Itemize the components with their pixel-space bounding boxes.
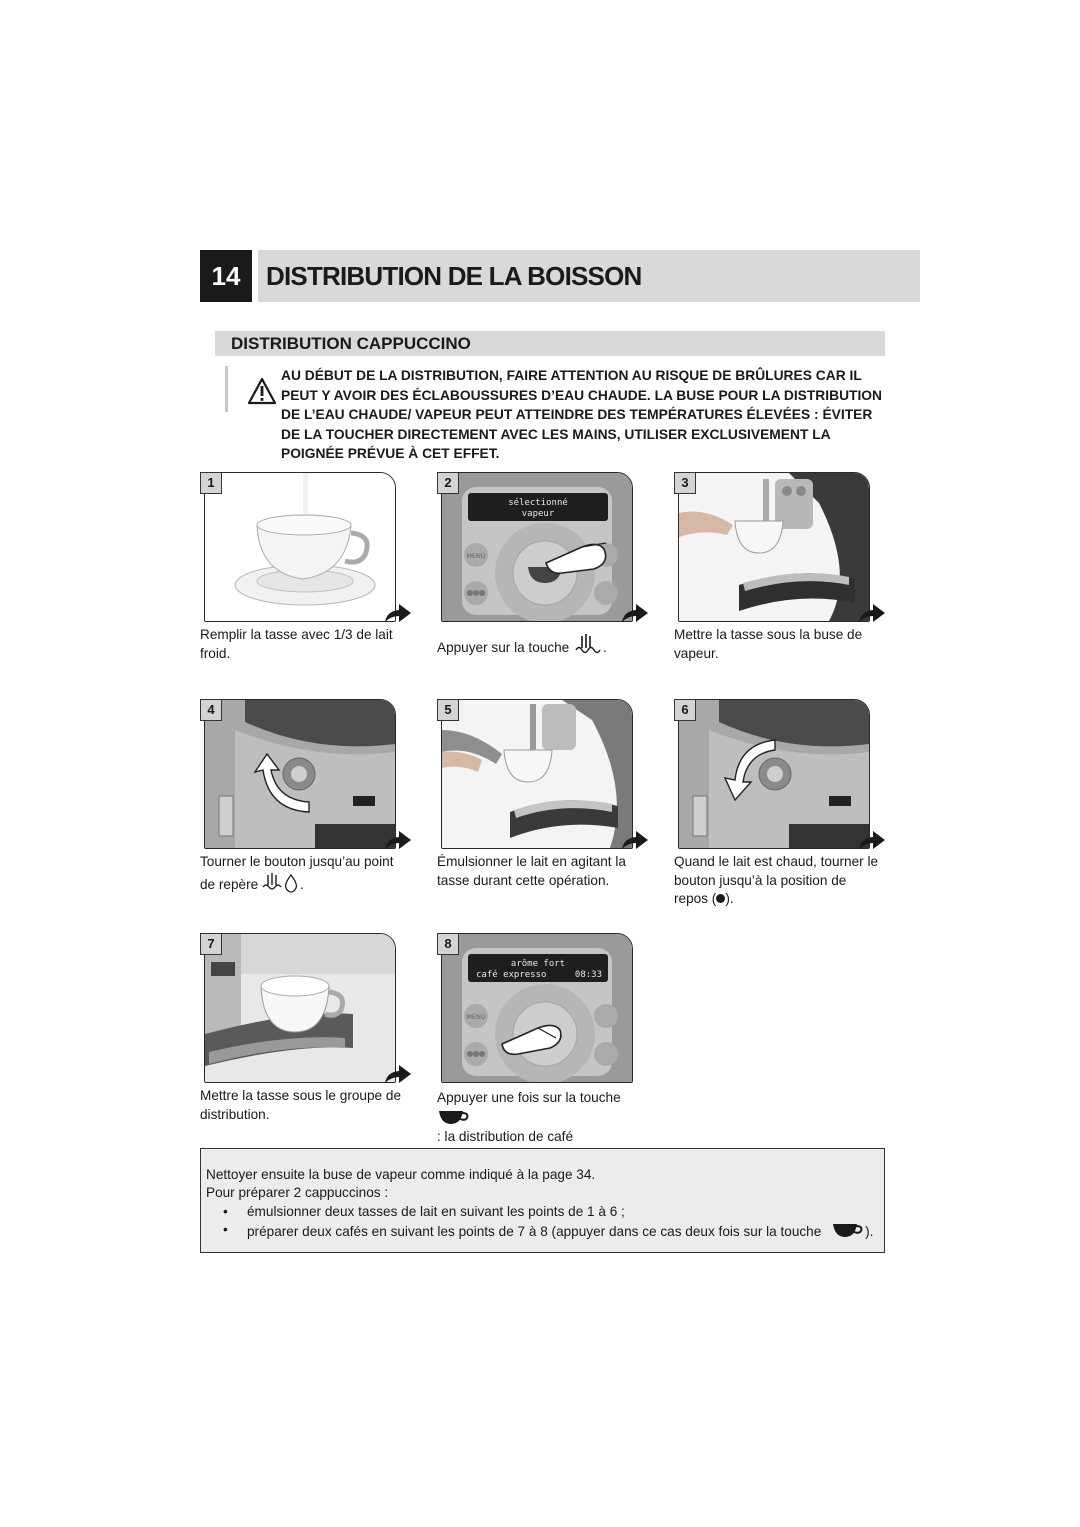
note-line-1: Nettoyer ensuite la buse de vapeur comme… xyxy=(206,1167,596,1182)
step-3-caption: Mettre la tasse sous la buse de vapeur. xyxy=(674,627,863,661)
next-arrow-icon xyxy=(622,831,648,849)
step-4-caption-text: Tourner le bouton jusqu’au point de repè… xyxy=(200,854,394,892)
step-5: 5 Émulsionner le lait en agitant la tass… xyxy=(437,699,652,914)
next-arrow-icon xyxy=(385,604,411,622)
note-bullet-2-end: ). xyxy=(865,1224,874,1239)
step-3-illustration xyxy=(678,472,870,622)
coffee-cup-key-icon xyxy=(439,1110,469,1124)
step-6: 6 Quand le lait est chaud, tourner le bo… xyxy=(674,699,889,914)
step-3: 3 Mettre la tasse sous la buse de vapeur… xyxy=(674,472,889,682)
step-1: 1 Remplir la tasse avec 1/3 de lait froi… xyxy=(200,472,415,682)
step-7-caption: Mettre la tasse sous le groupe de distri… xyxy=(200,1088,401,1122)
step-8-display-line1: arôme fort xyxy=(511,958,565,969)
step-2-menu-label: MENU xyxy=(466,552,486,560)
step-4-caption: Tourner le bouton jusqu’au point de repè… xyxy=(200,853,410,894)
note-line-2: Pour préparer 2 cappuccinos : xyxy=(206,1185,389,1200)
step-5-caption: Émulsionner le lait en agitant la tasse … xyxy=(437,854,626,888)
warning-text: AU DÉBUT DE LA DISTRIBUTION, FAIRE ATTEN… xyxy=(281,368,882,461)
steam-key-icon xyxy=(575,634,601,654)
step-2-display-line2: vapeur xyxy=(522,509,555,519)
step-1-caption: Remplir la tasse avec 1/3 de lait froid. xyxy=(200,627,393,661)
step-8-display-time: 08:33 xyxy=(575,970,602,980)
step-8-number: 8 xyxy=(437,933,459,955)
step-2-caption-text: Appuyer sur la touche xyxy=(437,640,570,655)
next-arrow-icon xyxy=(622,604,648,622)
note-bullet-2: préparer deux cafés en suivant les point… xyxy=(247,1221,873,1241)
step-2-display-line1: sélectionné xyxy=(508,497,568,508)
next-arrow-icon xyxy=(859,604,885,622)
next-arrow-icon xyxy=(385,1065,411,1083)
step-2: sélectionné vapeur MENU 2 Appuyer sur la… xyxy=(437,472,652,682)
coffee-cup-key-icon xyxy=(833,1224,863,1237)
step-6-number: 6 xyxy=(674,699,696,721)
step-5-illustration xyxy=(441,699,633,849)
step-8-menu-label: MENU xyxy=(466,1013,486,1021)
note-bullet-1: émulsionner deux tasses de lait en suiva… xyxy=(247,1204,625,1219)
step-6-caption-end: ). xyxy=(725,891,734,906)
rest-position-dot-icon xyxy=(716,894,726,903)
chapter-title: DISTRIBUTION DE LA BOISSON xyxy=(266,261,642,291)
step-2-illustration: sélectionné vapeur MENU xyxy=(441,472,633,622)
step-4-illustration xyxy=(204,699,396,849)
warning-block: AU DÉBUT DE LA DISTRIBUTION, FAIRE ATTEN… xyxy=(225,362,890,462)
section-title: DISTRIBUTION CAPPUCCINO xyxy=(231,334,471,353)
step-4-number: 4 xyxy=(200,699,222,721)
step-7-number: 7 xyxy=(200,933,222,955)
step-4-caption-end: . xyxy=(299,876,304,892)
step-7: 7 Mettre la tasse sous le groupe de dist… xyxy=(200,933,415,1133)
step-5-number: 5 xyxy=(437,699,459,721)
step-1-number: 1 xyxy=(200,472,222,494)
steam-water-mark-icon xyxy=(262,872,298,893)
warning-triangle-icon xyxy=(247,377,277,405)
chapter-title-background xyxy=(258,250,920,302)
chapter-heading: 14 DISTRIBUTION DE LA BOISSON xyxy=(200,250,920,302)
step-4: 4 Tourner le bouton jusqu’au point de re… xyxy=(200,699,415,914)
step-6-illustration xyxy=(678,699,870,849)
note-box: Nettoyer ensuite la buse de vapeur comme… xyxy=(200,1148,885,1253)
bullet-marker: • xyxy=(223,1204,228,1219)
chapter-number: 14 xyxy=(200,250,252,302)
step-6-caption: Quand le lait est chaud, tourner le bout… xyxy=(674,853,884,909)
bullet-marker: • xyxy=(223,1222,228,1237)
next-arrow-icon xyxy=(859,831,885,849)
step-3-number: 3 xyxy=(674,472,696,494)
step-1-illustration xyxy=(204,472,396,622)
step-2-number: 2 xyxy=(437,472,459,494)
step-8-caption-text: Appuyer une fois sur la touche xyxy=(437,1090,621,1105)
step-8: arôme fort café expresso 08:33 MENU 8 Ap… xyxy=(437,933,652,1163)
step-2-caption: Appuyer sur la touche . xyxy=(437,632,647,658)
step-2-caption-end: . xyxy=(603,640,607,655)
step-7-illustration xyxy=(204,933,396,1083)
step-8-display-line2: café expresso xyxy=(476,969,546,980)
section-heading: DISTRIBUTION CAPPUCCINO xyxy=(215,331,885,356)
warning-divider xyxy=(225,366,228,412)
step-8-illustration: arôme fort café expresso 08:33 MENU xyxy=(441,933,633,1083)
next-arrow-icon xyxy=(385,831,411,849)
step-6-caption-text: Quand le lait est chaud, tourner le bout… xyxy=(674,854,879,906)
note-bullet-2-text: préparer deux cafés en suivant les point… xyxy=(247,1224,822,1239)
